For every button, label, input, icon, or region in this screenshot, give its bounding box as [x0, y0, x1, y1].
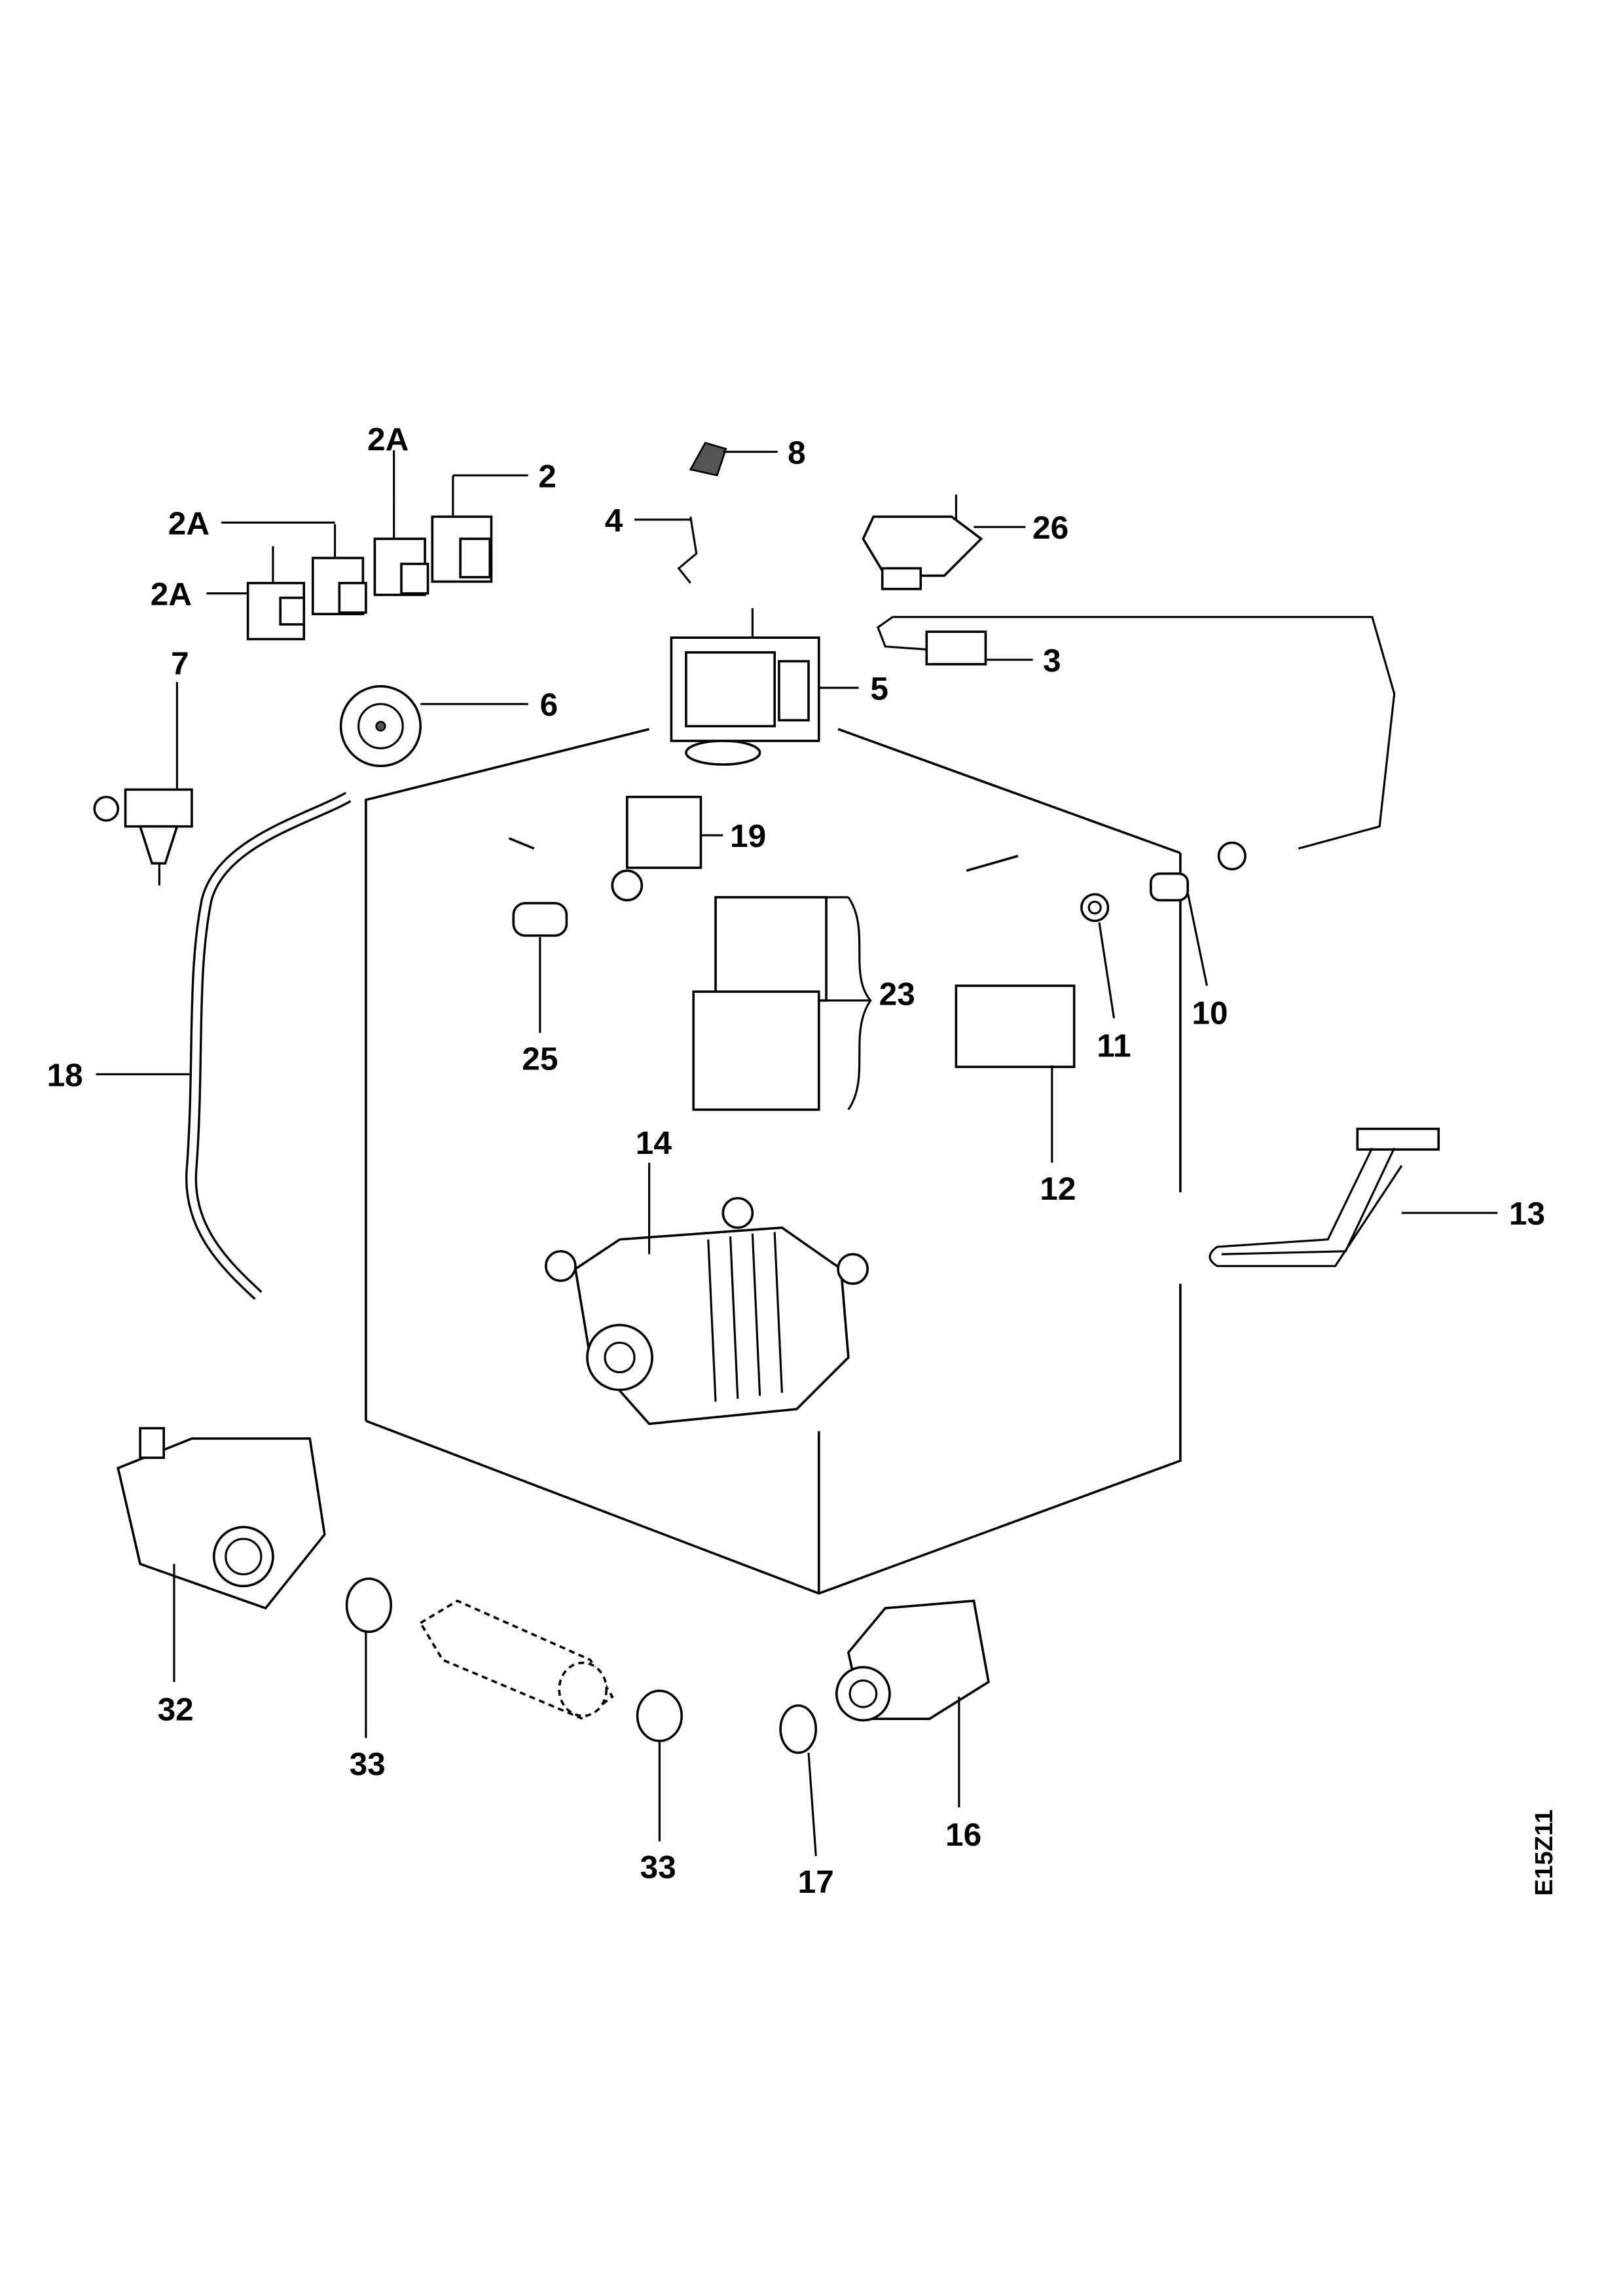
label-2: 2	[538, 457, 556, 494]
label-7: 7	[171, 645, 189, 682]
part-4-wire	[677, 516, 698, 584]
switch-2a-mid	[311, 524, 367, 615]
part-3-thermostat	[876, 616, 1396, 870]
part-6-pressure-switch	[339, 685, 422, 768]
label-2a-low: 2A	[151, 576, 192, 613]
label-32: 32	[158, 1691, 194, 1727]
part-12-relay	[955, 984, 1076, 1068]
part-7-valve	[93, 788, 193, 886]
part-10-sensor	[1150, 872, 1189, 902]
part-18-hose	[185, 791, 352, 1300]
label-19: 19	[730, 817, 766, 854]
label-33-b: 33	[640, 1849, 676, 1886]
label-26: 26	[1032, 509, 1068, 546]
label-18: 18	[47, 1056, 83, 1093]
drawing-code: E15Z11	[1530, 1810, 1558, 1896]
label-5: 5	[870, 670, 888, 707]
label-12: 12	[1040, 1170, 1076, 1207]
label-10: 10	[1192, 995, 1228, 1031]
label-17: 17	[798, 1863, 834, 1900]
part-33-seal-a	[345, 1577, 393, 1633]
part-26-motor	[862, 494, 983, 590]
label-8: 8	[788, 434, 806, 471]
hose-sump	[418, 1599, 614, 1721]
label-4: 4	[605, 502, 623, 539]
label-23: 23	[879, 975, 915, 1012]
part-25-capacitor	[512, 902, 568, 937]
part-8-clip	[689, 442, 727, 476]
part-11-bushing	[1080, 893, 1110, 922]
switch-2	[431, 475, 493, 583]
part-17-seal	[779, 1704, 818, 1754]
part-23-board	[692, 896, 872, 1111]
label-2a-mid: 2A	[168, 505, 210, 541]
label-25: 25	[522, 1041, 558, 1077]
label-2a-top: 2A	[367, 421, 409, 457]
label-33-a: 33	[350, 1746, 386, 1782]
part-33-seal-b	[636, 1689, 683, 1742]
leader-lines	[96, 450, 1498, 1856]
label-11: 11	[1097, 1027, 1131, 1064]
label-3: 3	[1043, 642, 1061, 679]
part-16-drain-pump	[835, 1599, 990, 1722]
label-13: 13	[1509, 1195, 1545, 1232]
cabinet-outline	[365, 728, 1182, 1595]
part-19-door-lock	[611, 795, 702, 902]
part-14-motor	[545, 1196, 869, 1426]
label-14: 14	[636, 1124, 672, 1161]
switch-2a-low	[246, 546, 306, 641]
part-32-pump-housing	[117, 1427, 326, 1610]
switch-2a-top	[373, 501, 429, 596]
part-5-timer	[670, 608, 820, 766]
label-16: 16	[945, 1816, 981, 1853]
label-6: 6	[540, 687, 558, 723]
part-13-heater	[1209, 1127, 1440, 1267]
